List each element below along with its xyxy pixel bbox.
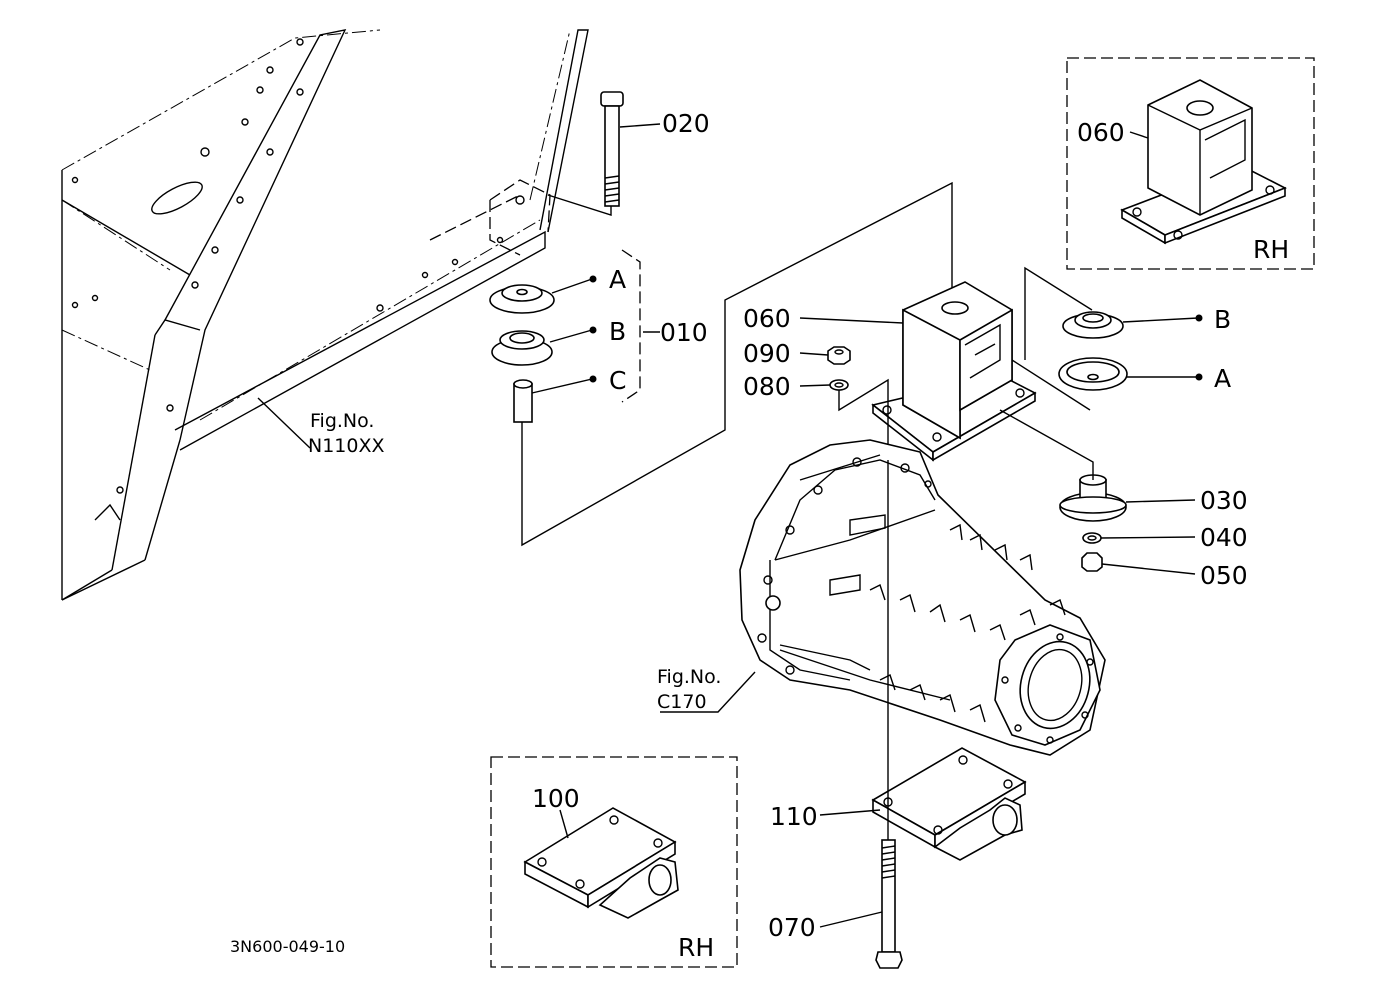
part-020-label: 020 [662, 109, 710, 138]
part-010-label: 010 [660, 318, 708, 347]
leader-050 [1101, 563, 1196, 575]
part-110-label: 110 [770, 802, 818, 831]
set-010-bracket [621, 249, 641, 403]
cushion-b-left [491, 330, 553, 366]
cushion-a-label: A [609, 265, 626, 294]
nut-090 [827, 346, 851, 365]
part-100-label: 100 [532, 784, 580, 813]
bracket-060-rh [1120, 79, 1287, 245]
assembly-line-bolt [838, 378, 889, 460]
nut-050 [1081, 552, 1103, 572]
assembly-line-right-top [1024, 266, 1093, 360]
part-030-label: 030 [1200, 486, 1248, 515]
housing-fig-label: Fig.No. [657, 666, 721, 688]
cushion-b-label: B [609, 317, 626, 346]
bolt-020 [600, 91, 624, 207]
leader-060-rh [1129, 131, 1149, 139]
cushion-b-right [1062, 311, 1124, 339]
leader-b-right [1122, 317, 1199, 323]
cushion-b-right-label: B [1214, 305, 1231, 334]
bolt-020-alignment [547, 194, 612, 216]
frame-fig-label: Fig.No. [310, 410, 374, 432]
bolt-070 [875, 839, 903, 969]
cushion-a-right [1058, 357, 1128, 391]
frame-fig-code: N110XX [308, 435, 385, 457]
leader-090 [799, 352, 829, 356]
part-090-label: 090 [743, 339, 791, 368]
cushion-a-left [489, 284, 555, 314]
part-060-label: 060 [743, 304, 791, 333]
assembly-line-right-mid [1011, 359, 1091, 411]
rh-bottom-label: RH [678, 933, 714, 962]
part-050-label: 050 [1200, 561, 1248, 590]
cushion-a-right-label: A [1214, 364, 1231, 393]
housing-ref-leader [660, 671, 756, 713]
bracket-100-rh [523, 807, 679, 919]
bracket-060 [871, 281, 1037, 462]
rh-top-label: RH [1253, 235, 1289, 264]
leader-030 [1125, 499, 1196, 503]
collar-c-label: C [609, 366, 626, 395]
collar-c-left [513, 379, 533, 423]
axle-housing [739, 439, 1106, 756]
leader-100 [559, 809, 569, 839]
rh-inset-top [1066, 57, 1315, 270]
washer-080 [829, 379, 849, 391]
leader-080 [799, 384, 831, 387]
leader-c-left [531, 378, 593, 394]
assembly-line-030 [999, 409, 1094, 480]
frame-drawing [61, 29, 589, 601]
part-060-rh-label: 060 [1077, 118, 1125, 147]
leader-110 [819, 809, 881, 816]
leader-020 [619, 123, 661, 128]
cushion-030 [1059, 474, 1127, 522]
assembly-line-left [521, 181, 953, 547]
leader-070 [819, 911, 883, 928]
leader-b-left [549, 329, 593, 343]
part-080-label: 080 [743, 372, 791, 401]
frame-ref-leader [257, 397, 311, 449]
washer-040 [1082, 532, 1102, 544]
leader-060 [799, 317, 904, 324]
rh-inset-bottom [490, 756, 738, 968]
drawing-code: 3N600-049-10 [230, 937, 345, 956]
housing-fig-code: C170 [657, 691, 707, 713]
leader-040 [1100, 536, 1196, 539]
part-040-label: 040 [1200, 523, 1248, 552]
leader-a-left [551, 278, 593, 294]
part-070-label: 070 [768, 913, 816, 942]
